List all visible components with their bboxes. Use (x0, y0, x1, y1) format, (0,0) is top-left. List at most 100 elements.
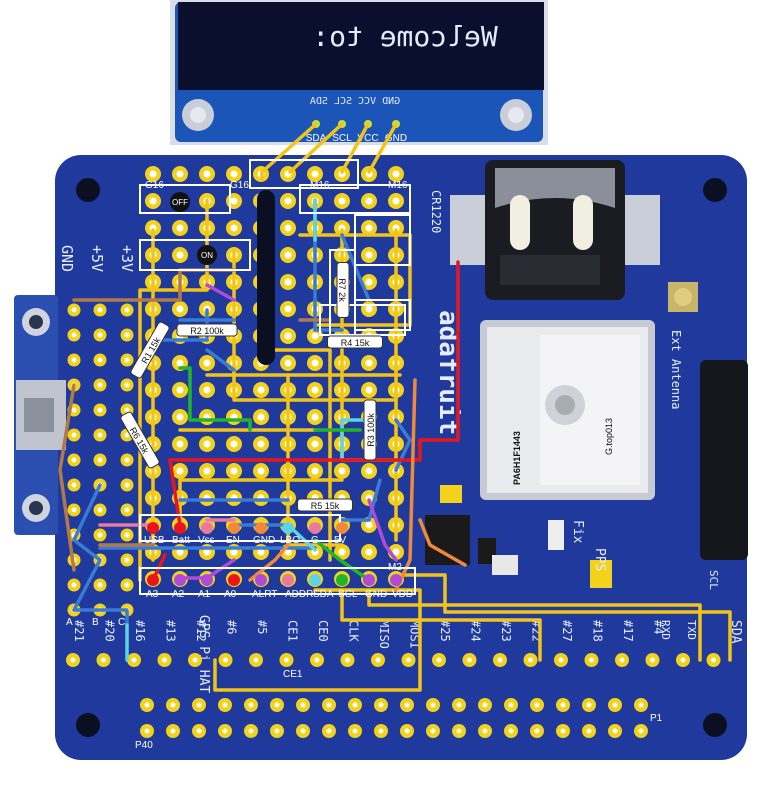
resistor-label: R7 2k (337, 278, 347, 302)
oled-pin-label: VCC (357, 133, 378, 144)
resistor-r7: R7 2k (336, 262, 350, 318)
wire (58, 383, 76, 572)
smd-part (492, 555, 518, 575)
signal-dot (336, 522, 348, 534)
component-box (354, 299, 411, 331)
oled-text: Welcome to: (312, 20, 497, 53)
signal-dot (255, 574, 267, 586)
header-silk-label: CLK (347, 620, 361, 642)
wire (168, 260, 460, 527)
row-top-label: Vss (198, 535, 215, 546)
solder-jumper (440, 485, 462, 503)
header-silk-label: CE1 (286, 620, 300, 642)
signal-dot (228, 522, 240, 534)
pps-jumper (590, 560, 612, 588)
header-silk-label: #20 (103, 620, 117, 642)
component-box (329, 249, 356, 336)
ext-antenna-label: Ext Antenna (669, 330, 683, 409)
signal-dot (147, 522, 159, 534)
scl-label: SCL (707, 570, 720, 590)
component-box (139, 567, 416, 595)
header-silk-label: MISO (377, 620, 391, 649)
wire (205, 348, 236, 372)
m2-label: M2 (388, 562, 402, 573)
wire (259, 348, 332, 562)
header-silk-label: #27 (560, 620, 574, 642)
header-silk-label: #13 (164, 620, 178, 642)
header-silk-label: #25 (438, 620, 452, 642)
signal-dot (201, 574, 213, 586)
off-label: OFF (172, 198, 188, 207)
hat-label: GPS Pi HAT (196, 615, 211, 693)
wire (313, 198, 344, 332)
wire (178, 366, 252, 432)
resistor-r5: R5 15k (297, 498, 353, 512)
pps-label: PPS (592, 548, 607, 571)
row-bottom-label: A0 (224, 589, 237, 600)
signal-dot (309, 522, 321, 534)
signal-dot (201, 522, 213, 534)
wire (260, 122, 318, 182)
battery-label: CR1220 (429, 190, 443, 233)
resistor-label: R2 100k (190, 326, 224, 336)
oled-pin-label: SCL (332, 133, 352, 144)
wire (72, 483, 102, 612)
header-silk-label: #5 (255, 620, 269, 634)
signal-dot (255, 522, 267, 534)
component-box (299, 184, 411, 214)
resistor-label: R4 15k (341, 338, 370, 348)
row-top-label: LBO (280, 535, 300, 546)
wire (288, 122, 344, 174)
fix-led (548, 520, 564, 550)
header-silk-label: MOSI (408, 620, 422, 649)
row-bottom-label: A1 (198, 589, 211, 600)
oled-screen (178, 2, 544, 90)
rxd-label: RXD (659, 620, 672, 640)
wire (72, 608, 129, 627)
battery-holder: CR1220 (429, 160, 660, 300)
signal-dot (309, 574, 321, 586)
row-bottom-label: GND (365, 589, 387, 600)
wire (340, 478, 382, 522)
header-silk-label: #12 (194, 620, 208, 642)
header-silk-label: #18 (591, 620, 605, 642)
resistor-r2: R2 100k (176, 323, 238, 337)
signal-dot (228, 574, 240, 586)
rail-gnd: GND (58, 245, 76, 272)
row-bottom-label: ADDR (285, 589, 313, 600)
m16-left-label: M16 (310, 180, 330, 191)
rail-3v: +3V (118, 245, 136, 272)
gps-module-sub: G.top013 (604, 418, 614, 455)
wire (367, 122, 398, 174)
switch-off: OFF (170, 192, 190, 212)
smd-part (478, 538, 496, 564)
p40-label: P40 (135, 740, 153, 751)
resistor-r3: R3 100k (363, 399, 377, 461)
smd-chip (425, 515, 470, 565)
wire (340, 122, 370, 174)
header-silk-label: CE0 (316, 620, 330, 642)
signal-dot (336, 574, 348, 586)
gpio-header-pads (66, 653, 721, 738)
row-bottom-label: A3 (146, 589, 159, 600)
oled-silk-pins: GND VCC SCL SDA (310, 96, 400, 107)
fix-label: Fix (570, 520, 585, 544)
p1-label: P1 (650, 713, 663, 724)
wire (205, 283, 236, 302)
header-silk-label: #24 (469, 620, 483, 642)
usb-connector (14, 295, 66, 535)
wire (178, 478, 344, 522)
component-boxes (139, 159, 416, 595)
header-silk-label: #17 (621, 620, 635, 642)
resistor-r4: R4 15k (327, 335, 383, 349)
component-box (139, 184, 231, 214)
row-bottom-label: VDD (392, 589, 413, 600)
component-box (249, 159, 359, 189)
row-bottom-label: SDA (313, 589, 334, 600)
